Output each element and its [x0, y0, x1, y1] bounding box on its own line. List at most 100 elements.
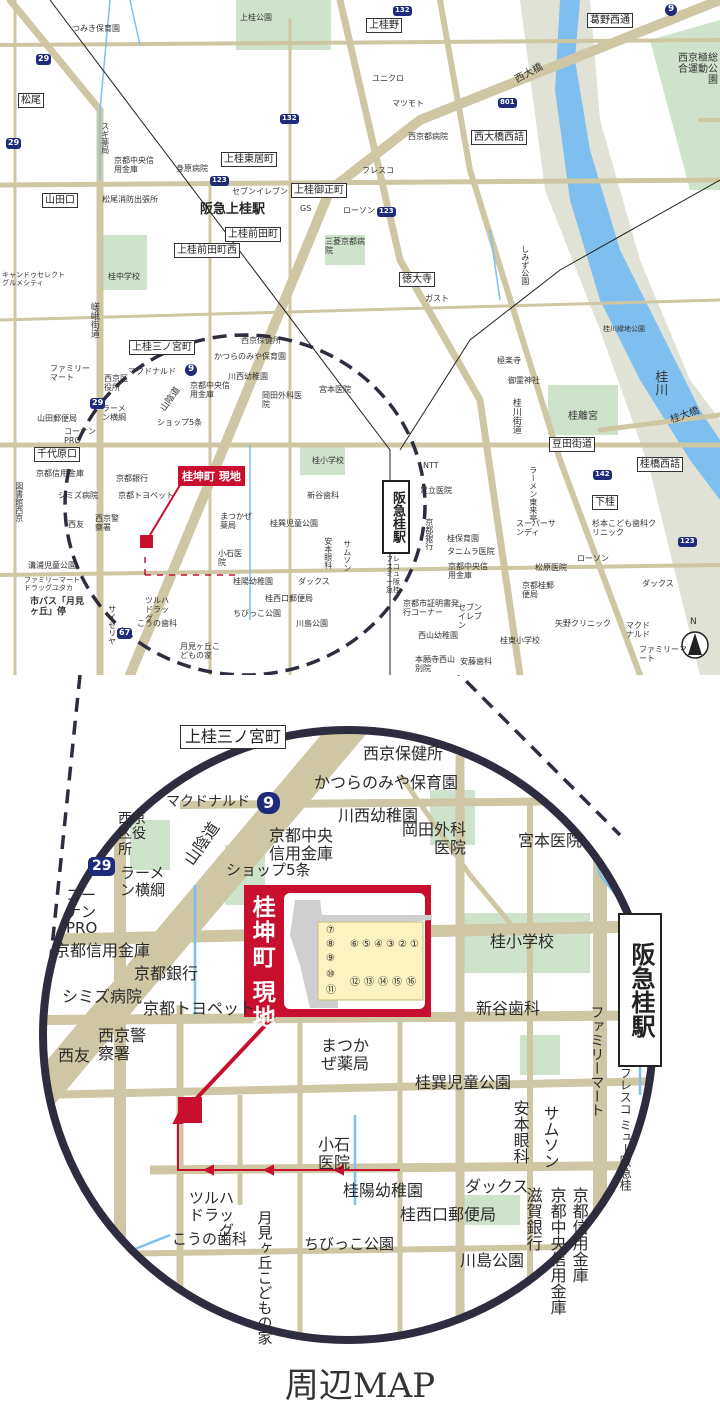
place-label: 川島公園 — [460, 1251, 525, 1270]
route-badge-142: 142 — [593, 470, 612, 480]
place-label: GS — [300, 204, 312, 213]
intersection-label: 山田口 — [42, 193, 78, 208]
place-label: 京都信用金庫 — [569, 1187, 589, 1283]
road-label: 嵯峨街道 — [88, 302, 99, 338]
place-label: 西京保健所 — [241, 336, 281, 345]
place-label: 川西幼稚園 — [228, 372, 268, 381]
place-label: 西京警察署 — [95, 514, 119, 532]
place-label: 安本眼科 — [510, 1100, 530, 1164]
place-label: 山田郵便局 — [37, 414, 77, 423]
place-label: 京都銀行 — [424, 518, 434, 550]
place-label: ラーメン横綱 — [120, 864, 166, 899]
lot-number: ⑦ — [326, 925, 335, 936]
intersection-label: 葛野西通 — [587, 13, 633, 28]
place-label: 京都中央信用金庫 — [269, 826, 334, 863]
place-label: 西京都病院 — [408, 132, 448, 141]
place-label: 安本眼科 — [323, 537, 333, 569]
place-label: マツモト — [392, 99, 424, 108]
place-label: こうの歯科 — [172, 1230, 248, 1248]
place-label: 宮本医院 — [518, 831, 583, 850]
site-label: 桂坤町 現地 — [248, 895, 275, 1031]
place-label: サイゼリヤ — [107, 605, 117, 645]
place-label: 極楽寺 — [497, 356, 521, 365]
lot-number: ③ — [386, 939, 395, 950]
place-label: 西京警察署 — [98, 1026, 147, 1063]
lot-grid: ⑦ ⑧ ⑨ ⑩ ⑪ ⑥ ⑤ ④ ③ ② ① ⑫ ⑬ ⑭ ⑮ ⑯ — [320, 925, 424, 1001]
route-badge-801: 801 — [498, 98, 517, 108]
place-label: 新谷歯科 — [307, 491, 339, 500]
intersection-label: 下桂 — [592, 495, 618, 510]
place-label: キャンドゥセレクト グルメシティ — [2, 271, 65, 287]
place-label: 桂西口郵便局 — [400, 1205, 497, 1224]
place-label: 西山幼稚園 — [418, 631, 458, 640]
route-badge-123: 123 — [678, 537, 697, 547]
place-label: 滋賀銀行 — [523, 1187, 543, 1251]
place-label: ファミリーマート — [639, 645, 687, 663]
lot-number: ⑯ — [406, 977, 416, 988]
place-label: 桂保育園 — [447, 534, 479, 543]
intersection-label: 上桂三ノ宮町 — [129, 340, 195, 355]
intersection-label: 桂橋西詰 — [637, 457, 683, 472]
lot-number: ④ — [374, 939, 383, 950]
intersection-label: 上桂野 — [366, 18, 402, 33]
zoom-map[interactable]: 桂坤町 現地 ⑦ ⑧ ⑨ ⑩ ⑪ ⑥ ⑤ ④ ③ ② ① ⑫ ⑬ ⑭ ⑮ ⑯ 上… — [0, 675, 720, 1355]
place-label: 京都銀行 — [134, 964, 199, 983]
place-label: 岡田外科医院 — [401, 820, 466, 857]
place-label: スギ薬局 — [100, 122, 110, 154]
place-label: 京都トヨペット — [143, 999, 256, 1018]
place-label: 杉本こども歯科クリニック — [592, 519, 656, 537]
place-label: NTT — [423, 461, 439, 470]
place-label: タニムラ医院 — [447, 547, 495, 556]
station-label-katsura: 阪急桂駅 — [618, 913, 662, 1067]
place-label: 桂巽児童公園 — [270, 519, 318, 528]
lot-number: ⑪ — [326, 985, 336, 996]
place-label: 溝浦児童公園 — [28, 561, 76, 570]
lot-number: ⑨ — [326, 953, 335, 964]
bus-stop-label: 市バス「月見ヶ丘」停 — [30, 597, 85, 617]
overview-map[interactable]: 29 29 132 132 123 123 801 9 9 29 67 142 … — [0, 0, 720, 680]
place-label: ローソン — [343, 206, 375, 215]
intersection-label: 徳大寺 — [399, 272, 435, 287]
place-label: コーナンPRO — [64, 427, 96, 445]
place-label: ツルハドラッグ — [145, 596, 169, 623]
lot-number: ① — [410, 939, 419, 950]
route-badge-9: 9 — [185, 364, 198, 376]
lot-number: ⑭ — [378, 977, 388, 988]
place-label: サムソン — [540, 1105, 560, 1169]
road-label: 桂川街道 — [510, 398, 521, 434]
place-label: 西京区役所 — [104, 374, 128, 392]
place-label: 京都中央信用金庫 — [114, 156, 154, 174]
site-label: 桂坤町 現地 — [178, 466, 245, 486]
place-label: セブンイレブン — [232, 187, 288, 196]
intersection-label: 松尾 — [18, 93, 44, 108]
place-label: 京都トヨペット — [118, 491, 174, 500]
place-label: ダックス — [465, 1177, 529, 1196]
place-label: 西京保健所 — [363, 744, 444, 763]
river-label: 桂川 — [652, 370, 668, 396]
place-label: 小石医院 — [318, 1135, 351, 1172]
place-label: 桂陽幼稚園 — [343, 1181, 424, 1200]
place-label: スーパーサンディ — [516, 519, 556, 537]
route-badge-9: 9 — [257, 792, 281, 814]
place-label: 京都信用金庫 — [54, 941, 151, 960]
place-label: 川島公園 — [296, 619, 328, 628]
place-label: 御霊神社 — [508, 376, 540, 385]
route-badge-123: 123 — [210, 176, 229, 186]
station-label-katsura: 阪急桂駅 — [382, 480, 410, 554]
place-label: ファミリーマート ドラッグユタカ — [24, 576, 80, 592]
place-label: ちびっこ公園 — [233, 609, 281, 618]
page-title: 周辺MAP — [284, 1366, 436, 1406]
zoom-map-graphic — [39, 675, 657, 1344]
place-label: ファミリーマート — [50, 364, 90, 382]
place-label: 松尾消防出張所 — [102, 195, 158, 204]
place-label: 図書館西京 — [14, 482, 24, 522]
place-label: マクドナルド — [166, 794, 250, 810]
place-label: 月見ヶ丘こどもの家 — [180, 642, 220, 660]
place-label: 松原医院 — [535, 563, 567, 572]
place-label: ダックス — [298, 577, 330, 586]
place-label: 桂離宮 — [568, 411, 598, 422]
intersection-label: 上桂東居町 — [221, 152, 277, 167]
place-label: 月見ヶ丘こどもの家 — [255, 1210, 274, 1345]
place-label: フレスコ — [362, 166, 394, 175]
place-label: 本願寺西山別院 — [415, 655, 455, 673]
